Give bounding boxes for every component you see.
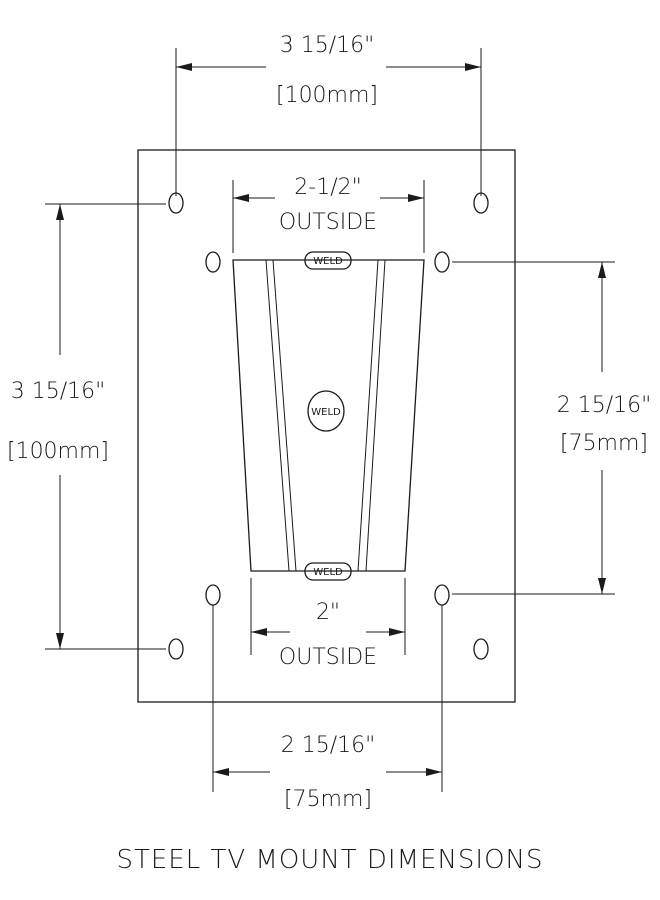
bracket (232, 259, 425, 572)
dim-top-width: 3 15/16" [100mm] (175, 33, 482, 196)
hole-75-top-left (205, 251, 221, 273)
svg-text:WELD: WELD (313, 256, 343, 267)
dim-left-height-metric: [100mm] (7, 439, 109, 464)
mount-plate (137, 149, 516, 703)
hole-75-bottom-right (434, 584, 450, 606)
dim-top-width-imperial: 3 15/16" (280, 33, 375, 58)
hole-75-bottom-left (205, 584, 221, 606)
weld-top: WELD (304, 251, 352, 270)
svg-text:WELD: WELD (313, 567, 343, 578)
dim-bottom-width-imperial: 2 15/16" (281, 733, 376, 758)
dim-bracket-top-note: OUTSIDE (279, 210, 377, 235)
hole-100-bottom-right (473, 638, 489, 660)
weld-bottom: WELD (304, 562, 352, 581)
dim-bracket-bottom: 2" OUTSIDE (250, 578, 406, 670)
dim-bottom-width: 2 15/16" [75mm] (212, 605, 443, 812)
dim-bracket-bottom-size: 2" (316, 600, 340, 625)
dim-bottom-width-metric: [75mm] (284, 787, 372, 812)
dim-bracket-top-size: 2-1/2" (294, 175, 361, 200)
dim-right-height: 2 15/16" [75mm] (452, 261, 652, 595)
drawing-title: STEEL TV MOUNT DIMENSIONS (116, 845, 543, 875)
dim-bracket-bottom-note: OUTSIDE (279, 645, 377, 670)
hole-100-bottom-left (168, 638, 184, 660)
dim-left-height-imperial: 3 15/16" (11, 379, 106, 404)
dim-right-height-metric: [75mm] (560, 431, 648, 456)
hole-75-top-right (434, 251, 450, 273)
dim-bracket-top: 2-1/2" OUTSIDE (232, 175, 425, 253)
dim-right-height-imperial: 2 15/16" (557, 393, 652, 418)
weld-center: WELD (307, 390, 345, 432)
svg-text:WELD: WELD (311, 407, 341, 418)
dim-top-width-metric: [100mm] (276, 83, 378, 108)
dim-left-height: 3 15/16" [100mm] (7, 203, 166, 650)
